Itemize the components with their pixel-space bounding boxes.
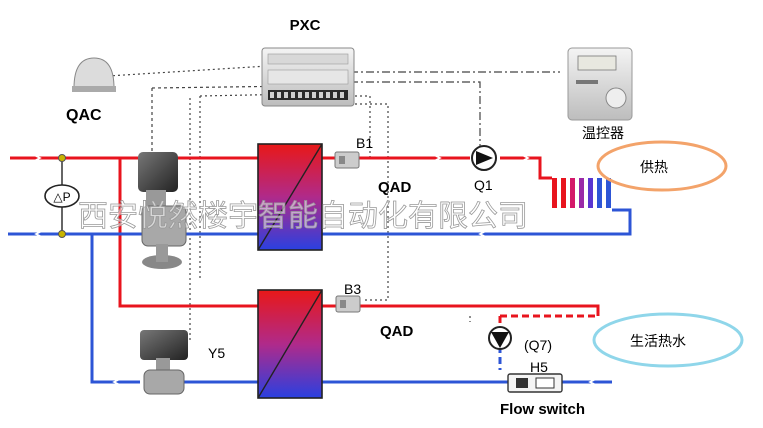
pxc-controller bbox=[261, 47, 355, 107]
y5-label: Y5 bbox=[208, 345, 225, 361]
heat-exchanger-1 bbox=[257, 143, 323, 251]
mixing-valve-actuator bbox=[138, 152, 187, 269]
pxc-label: PXC bbox=[290, 17, 321, 34]
flow-arrows bbox=[31, 153, 599, 387]
heating-label: 供热 bbox=[640, 159, 668, 175]
qad-label-2: QAD bbox=[380, 323, 414, 340]
thermostat-label: 温控器 bbox=[582, 125, 624, 141]
control-wiring bbox=[107, 63, 560, 340]
h5-label: H5 bbox=[530, 359, 548, 375]
watermark: 西安悦然楼宇智能自动化有限公司 bbox=[78, 199, 528, 234]
heating-ring bbox=[596, 140, 728, 192]
heat-exchanger-2 bbox=[257, 289, 323, 399]
q7-label: (Q7) bbox=[524, 337, 552, 353]
b1-label: B1 bbox=[356, 135, 373, 151]
flow-switch-h5 bbox=[507, 373, 563, 393]
return-pipes bbox=[8, 208, 632, 384]
hot-water-label: 生活热水 bbox=[630, 333, 686, 349]
delta-p-sensor bbox=[44, 154, 80, 238]
qad-label-1: QAD bbox=[378, 179, 412, 196]
hot-water-ring bbox=[592, 312, 744, 368]
delta-p-label: △P bbox=[53, 190, 70, 204]
qac-sensor bbox=[72, 57, 116, 92]
valve-y5 bbox=[140, 330, 188, 395]
qac-label: QAC bbox=[66, 107, 102, 124]
flow-switch-label: Flow switch bbox=[500, 401, 585, 418]
q1-label: Q1 bbox=[474, 177, 493, 193]
sensor-b3 bbox=[335, 295, 361, 313]
sensor-b1 bbox=[334, 151, 360, 169]
pump-q1 bbox=[471, 145, 497, 171]
thermostat-device bbox=[567, 47, 633, 121]
supply-pipes bbox=[10, 156, 600, 330]
b3-label: B3 bbox=[344, 281, 361, 297]
pump-q7 bbox=[488, 326, 512, 350]
radiator-coil bbox=[552, 178, 611, 208]
